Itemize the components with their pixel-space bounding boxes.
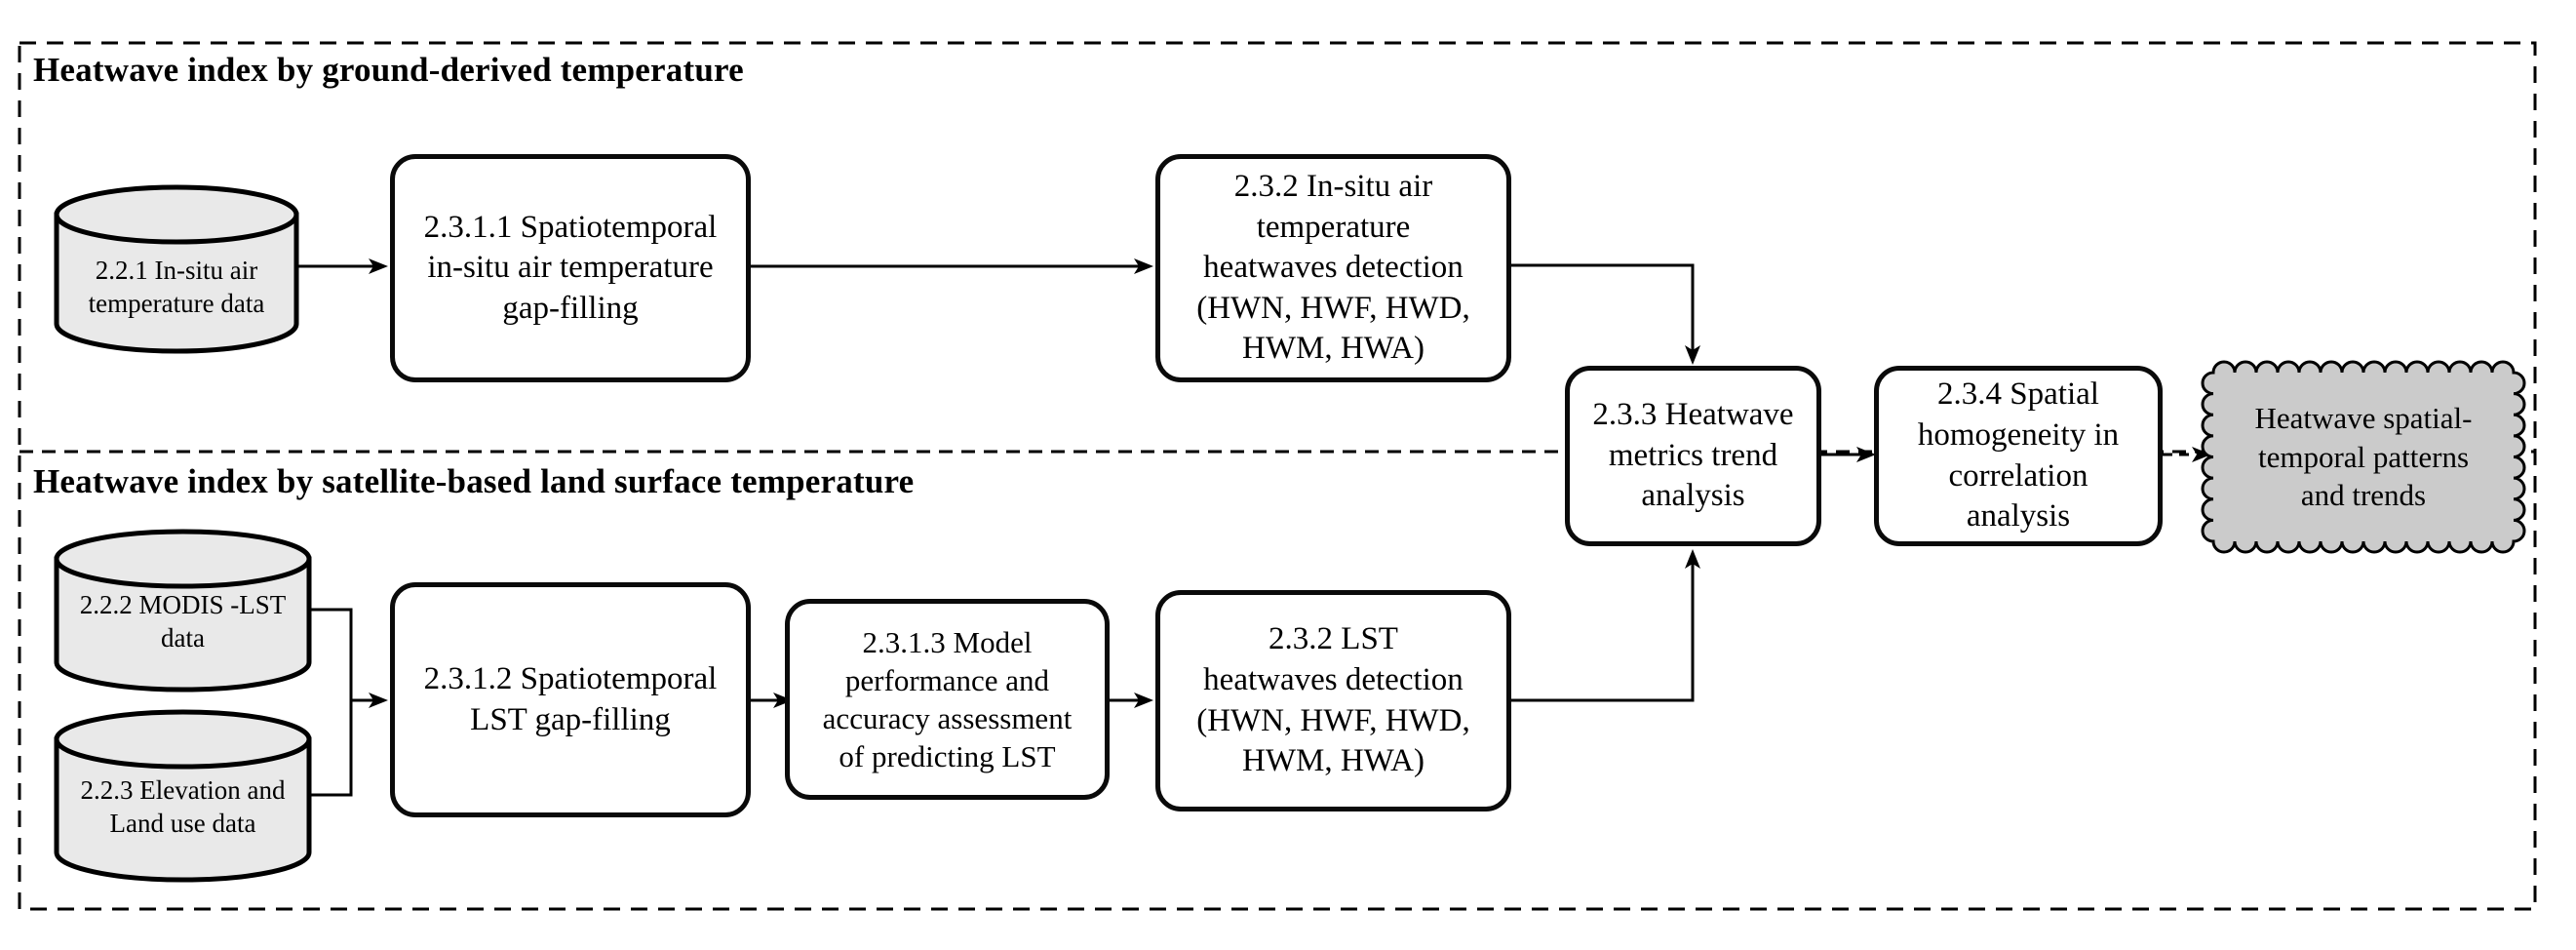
datastore-insitu-air-shape [54,184,299,354]
section-title-satellite: Heatwave index by satellite-based land s… [33,462,915,500]
arrowhead-icon [1685,345,1700,365]
arrowhead-icon [1134,693,1153,708]
process-2-3-2-insitu-heatwave-detection: 2.3.2 In-situ air temperature heatwaves … [1155,154,1511,382]
arrowhead-icon [773,693,793,708]
datastore-modis-shape [54,529,312,693]
process-2-3-1-1-gap-filling-insitu: 2.3.1.1 Spatiotemporal in-situ air tempe… [390,154,751,382]
datastore-insitu-air-label: 2.2.1 In-situ air temperature data [88,256,265,318]
datastore-elevation-shape [54,709,312,883]
process-2-3-4-spatial-homogeneity: 2.3.4 Spatial homogeneity in correlation… [1874,366,2163,546]
section-title-ground: Heatwave index by ground-derived tempera… [33,51,744,89]
arrowhead-icon [1134,258,1153,274]
arrow-detection-lst-to-trend [1511,563,1695,702]
line-datastores-merge [307,608,353,797]
arrowhead-icon [369,258,388,274]
datastore-elevation-label: 2.2.3 Elevation and Land use data [80,775,286,838]
process-2-3-1-2-gap-filling-lst: 2.3.1.2 Spatiotemporal LST gap-filling [390,582,751,817]
outer-dashed-border [18,41,2537,911]
arrowhead-icon [369,693,388,708]
arrow-detection-air-to-trend [1511,263,1695,351]
output-scalloped-shape [2201,360,2526,554]
process-2-3-1-3-model-performance: 2.3.1.3 Model performance and accuracy a… [785,599,1110,800]
arrowhead-icon [1685,549,1700,569]
arrowhead-icon [2192,447,2211,462]
process-2-3-3-trend-analysis: 2.3.3 Heatwave metrics trend analysis [1565,366,1821,546]
output-heatwave-patterns-label: Heatwave spatial- temporal patterns and … [2254,400,2473,513]
datastore-modis-label: 2.2.2 MODIS -LST data [79,590,287,653]
arrowhead-icon [1856,447,1876,462]
process-2-3-2-lst-heatwave-detection: 2.3.2 LST heatwaves detection (HWN, HWF,… [1155,590,1511,811]
